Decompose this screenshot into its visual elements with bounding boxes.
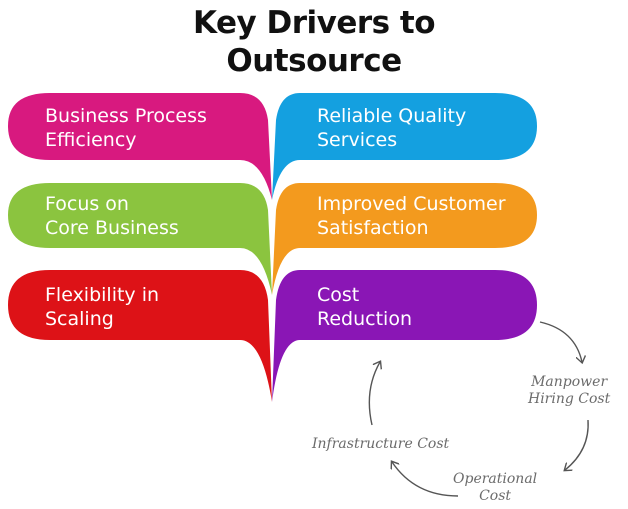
driver-label-reliable-quality: Reliable Quality Services (317, 105, 467, 151)
diagram-title: Key Drivers to Outsource (0, 4, 628, 80)
petal-cost-reduction (272, 270, 537, 402)
arrow-manpower-to-operational (565, 419, 589, 470)
petal-focus-core (8, 183, 272, 295)
petal-flexibility (8, 270, 272, 402)
cycle-label-infrastructure: Infrastructure Cost (312, 436, 450, 452)
petal-improved-customer (272, 183, 537, 295)
arrow-cost-to-manpower (539, 321, 582, 362)
title-line-2: Outsource (226, 43, 402, 79)
driver-label-flexibility: Flexibility in Scaling (45, 284, 160, 330)
driver-label-cost-reduction: Cost Reduction (317, 284, 412, 330)
driver-label-focus-core: Focus on Core Business (45, 193, 179, 239)
petal-business-process (8, 93, 272, 200)
arrow-infrastructure-to-cost (368, 362, 380, 426)
title-line-1: Key Drivers to (192, 5, 436, 41)
cycle-label-manpower: Manpower Hiring Cost (528, 374, 611, 407)
driver-label-business-process: Business Process Efficiency (45, 105, 207, 151)
cycle-label-operational: Operational Cost (453, 471, 538, 504)
arrow-operational-to-infrastructure (392, 462, 459, 497)
driver-label-improved-customer: Improved Customer Satisfaction (317, 193, 506, 239)
petal-reliable-quality (272, 93, 537, 200)
